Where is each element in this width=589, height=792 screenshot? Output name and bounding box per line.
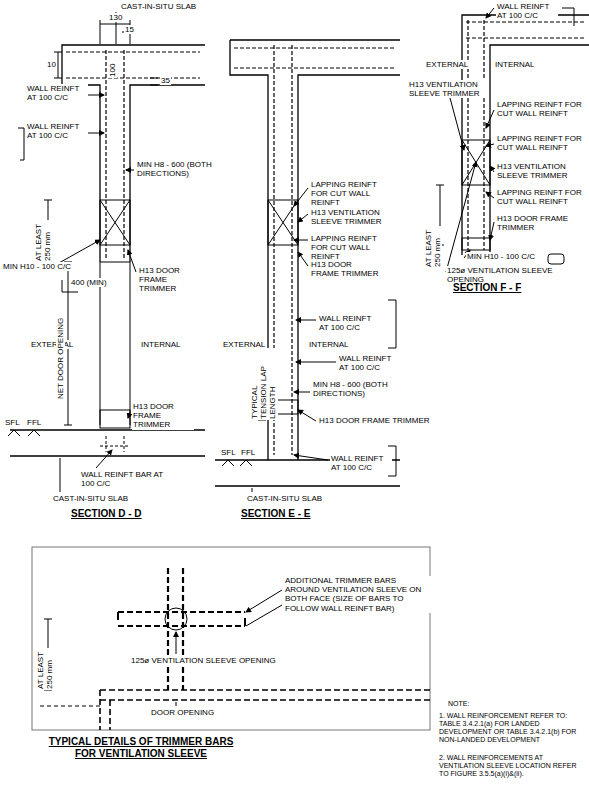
label: H13 DOOR FRAME TRIMMER [132,402,194,430]
label: 130 [108,13,123,22]
label: SFL [4,418,21,427]
label: H13 VENTILATION SLEEVE TRIMMER [310,208,392,226]
section-title: TYPICAL DETAILS OF TRIMMER BARS FOR VENT… [40,736,242,759]
label: MIN H10 - 100 C/C [2,262,72,271]
label: WALL REINFT BAR AT 100 C/C [80,470,172,488]
label: H13 VENTILATION SLEEVE TRIMMER [408,80,485,98]
label: CAST-IN-SITU SLAB [120,2,197,11]
label: INTERNAL [140,340,182,349]
label: H13 VENTILATION SLEEVE TRIMMER [496,162,583,180]
label: LAPPING REINFT FOR CUT WALL REINFT [496,188,583,206]
label: ADDITIONAL TRIMMER BARS AROUND VENTILATI… [284,576,431,613]
label: WALL REINFT AT 100 C/C [496,2,558,20]
label: TYPICAL TENSION LAP LENGTH [250,348,278,420]
label: EXTERNAL [425,60,469,69]
label: 400 (MIN) [70,278,108,287]
label: MIN H8 - 600 (BOTH DIRECTIONS) [136,160,213,178]
label: H13 DOOR FRAME TRIMMER [310,260,382,278]
label: CAST-IN-SITU SLAB [52,494,129,503]
label: AT LEAST 250 mm [36,648,54,690]
label: 35 [160,76,171,85]
label: LAPPING REINFT FOR CUT WALL REINFT [310,234,387,262]
label: INTERNAL [308,340,350,349]
label: AT LEAST 250 mm [424,226,442,268]
label: EXTERNAL [30,340,74,349]
label: H13 DOOR FRAME TRIMMER [318,416,440,425]
label: CAST-IN-SITU SLAB [246,494,323,503]
label: LAPPING REINFT FOR CUT WALL REINFT [496,134,583,152]
label: DOOR OPENING [150,708,215,717]
section-title: SECTION E - E [240,508,311,520]
label: WALL REINFT AT 100 C/C [330,454,392,472]
label: 2. WALL REINFORCEMENTS AT VENTILATION SL… [438,754,587,778]
label: WALL REINFT AT 100 C/C [26,84,88,102]
label: INTERNAL [494,60,536,69]
label: MIN H10 - 100 C/C [466,252,536,261]
label: FFL [26,418,42,427]
label: 1. WALL REINFORCEMENT REFER TO: TABLE 3.… [438,712,587,744]
section-title: SECTION D - D [70,508,143,520]
section-title: SECTION F - F [452,282,522,294]
label: LAPPING REINFT FOR CUT WALL REINFT [496,100,583,118]
label: WALL REINFT AT 100 C/C [318,314,380,332]
label: 15 [124,25,135,34]
label: 125ø VENTILATION SLEEVE OPENING [130,656,292,665]
label: NOTE: [447,700,470,708]
label: NET DOOR OPENING [56,317,65,400]
label: WALL REINFT AT 100 C/C [338,354,395,372]
label: H13 DOOR FRAME TRIMMER [138,266,200,294]
label: MIN H8 - 600 (BOTH DIRECTIONS) [312,380,389,398]
label: AT LEAST 250 mm [34,220,52,262]
label: WALL REINFT AT 100 C/C [26,122,88,140]
label: FFL [240,448,256,457]
label: H13 DOOR FRAME TRIMMER [496,214,583,232]
label: 10 [46,60,57,69]
label: SFL [220,448,237,457]
label: 100 [108,63,117,78]
label: LAPPING REINFT FOR CUT WALL REINFT [310,180,387,208]
